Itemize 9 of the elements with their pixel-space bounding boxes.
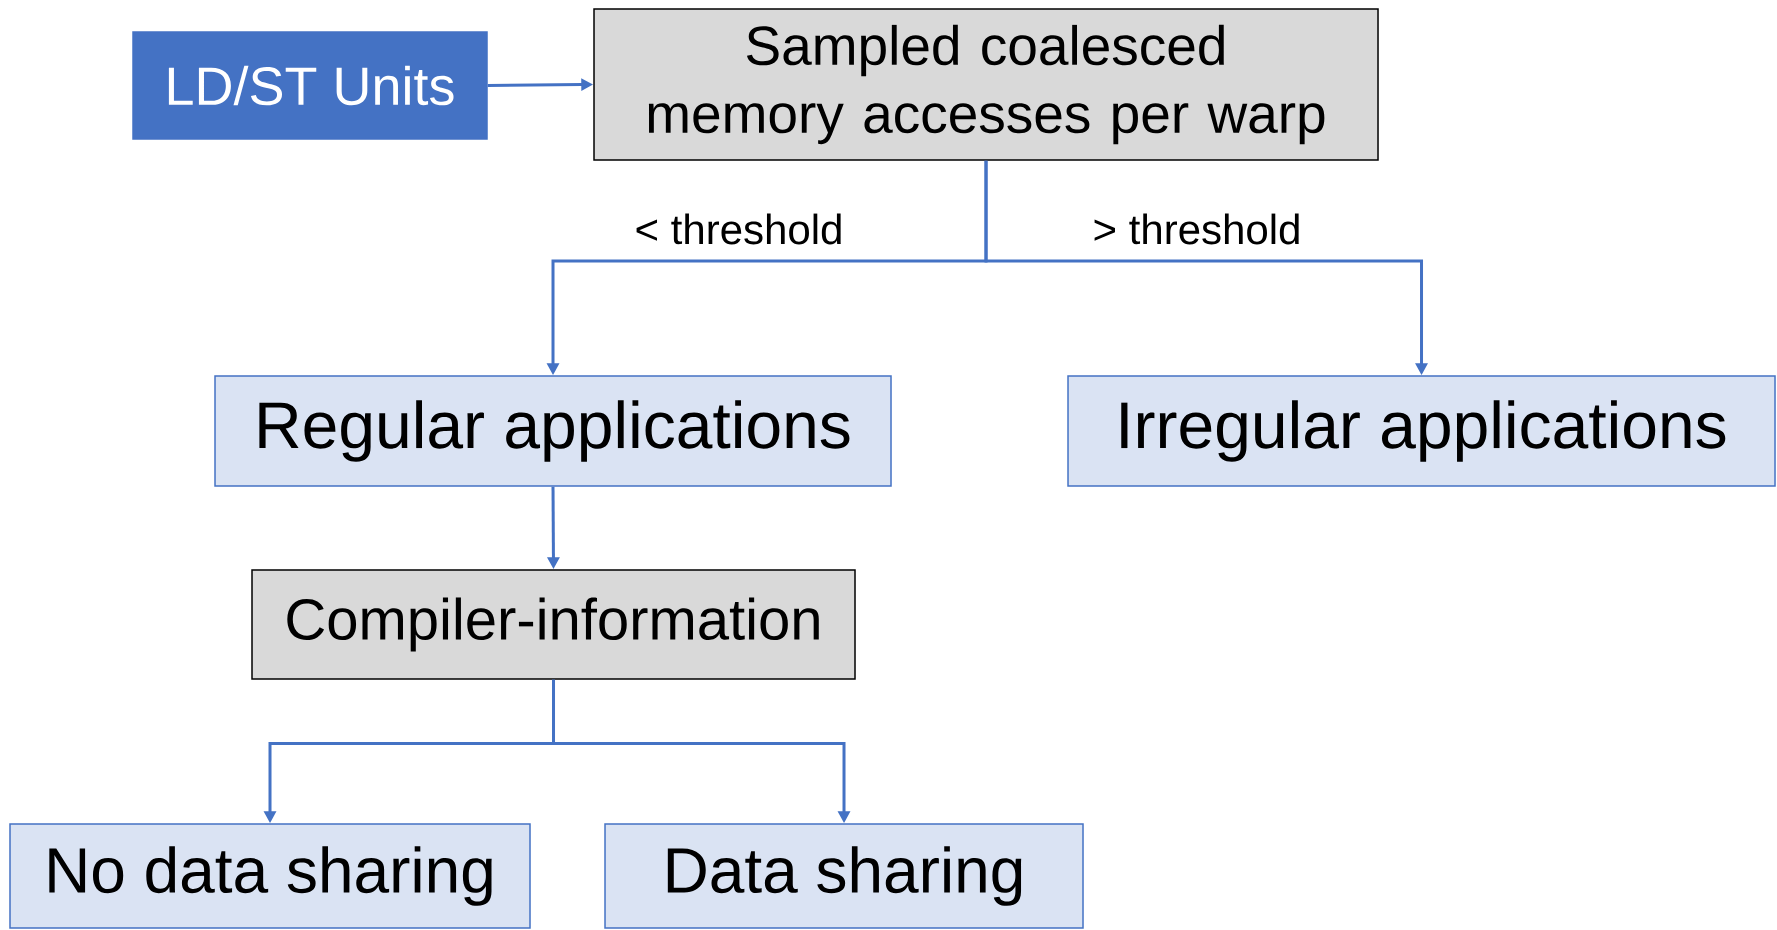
edge-label: > threshold <box>1090 211 1304 247</box>
process-box: Sampled coalesced memory accesses per warp <box>593 8 1379 161</box>
category-box: Irregular applications <box>1067 375 1776 487</box>
edge-label: < threshold <box>632 211 846 247</box>
category-box: No data sharing <box>9 823 531 929</box>
category-box: Data sharing <box>604 823 1084 929</box>
category-box: Regular applications <box>214 375 892 487</box>
label-box: LD/ST Units <box>132 31 488 140</box>
process-box: Compiler-information <box>251 569 856 680</box>
